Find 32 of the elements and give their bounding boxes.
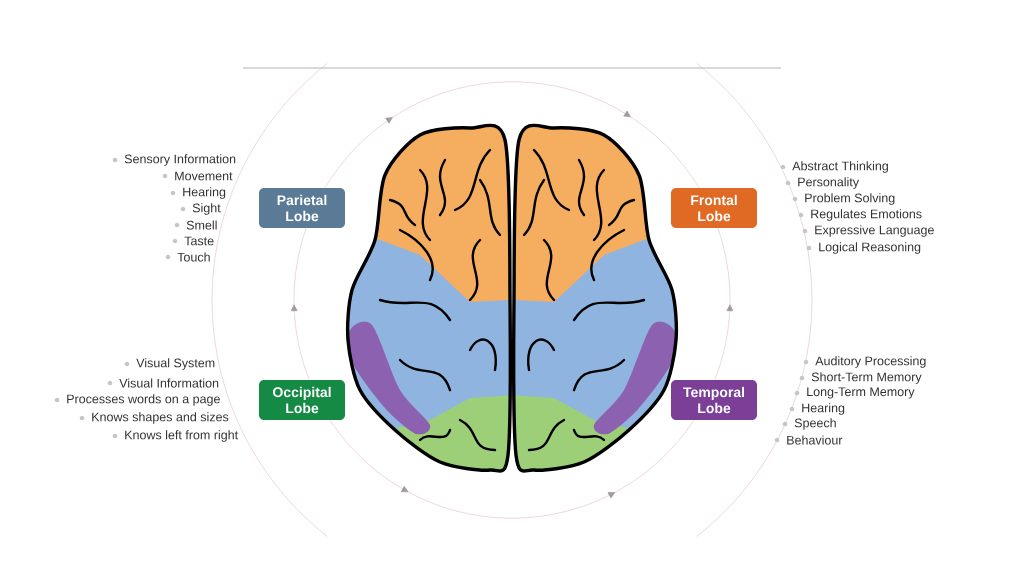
bullet-item: Expressive Language (802, 225, 934, 237)
lobe-box: Occipital Lobe (259, 380, 345, 420)
bullet-item: Smell (174, 220, 217, 230)
bullet-item: Hearing (789, 403, 845, 415)
bullet-item: Logical Reasoning (806, 242, 921, 254)
lobe-box: Temporal Lobe (671, 380, 757, 420)
bullet-item: Behaviour (774, 435, 843, 445)
bullet-item: Personality (785, 177, 859, 189)
bullet-item: Speech (782, 418, 836, 430)
bullet-item: Long-Term Memory (794, 387, 915, 399)
bullet-item: Abstract Thinking (780, 161, 888, 173)
bullet-item: Sensory Information (112, 154, 236, 166)
bullet-item: Taste (172, 236, 214, 246)
arrow (290, 227, 310, 381)
bullet-item: Sight (180, 203, 221, 215)
lobe-box: Parietal Lobe (259, 188, 345, 228)
bullet-item: Hearing (170, 187, 226, 199)
bullet-item: Touch (165, 252, 210, 262)
arrow (324, 81, 700, 189)
bullet-item: Problem Solving (792, 193, 895, 205)
bullet-item: Auditory Processing (803, 356, 926, 368)
bullet-item: Processes words on a page (54, 394, 220, 406)
bullet-item: Visual System (124, 358, 215, 370)
bullet-item: Regulates Emotions (798, 209, 922, 221)
bullet-item: Knows shapes and sizes (79, 412, 229, 424)
bullet-item: Movement (162, 171, 233, 181)
bullet-item: Visual Information (107, 378, 219, 388)
bullet-item: Knows left from right (112, 430, 239, 442)
arrow (329, 419, 695, 519)
lobe-box: Frontal Lobe (671, 188, 757, 228)
arrow (714, 227, 734, 381)
bullet-item: Short-Term Memory (799, 372, 922, 384)
